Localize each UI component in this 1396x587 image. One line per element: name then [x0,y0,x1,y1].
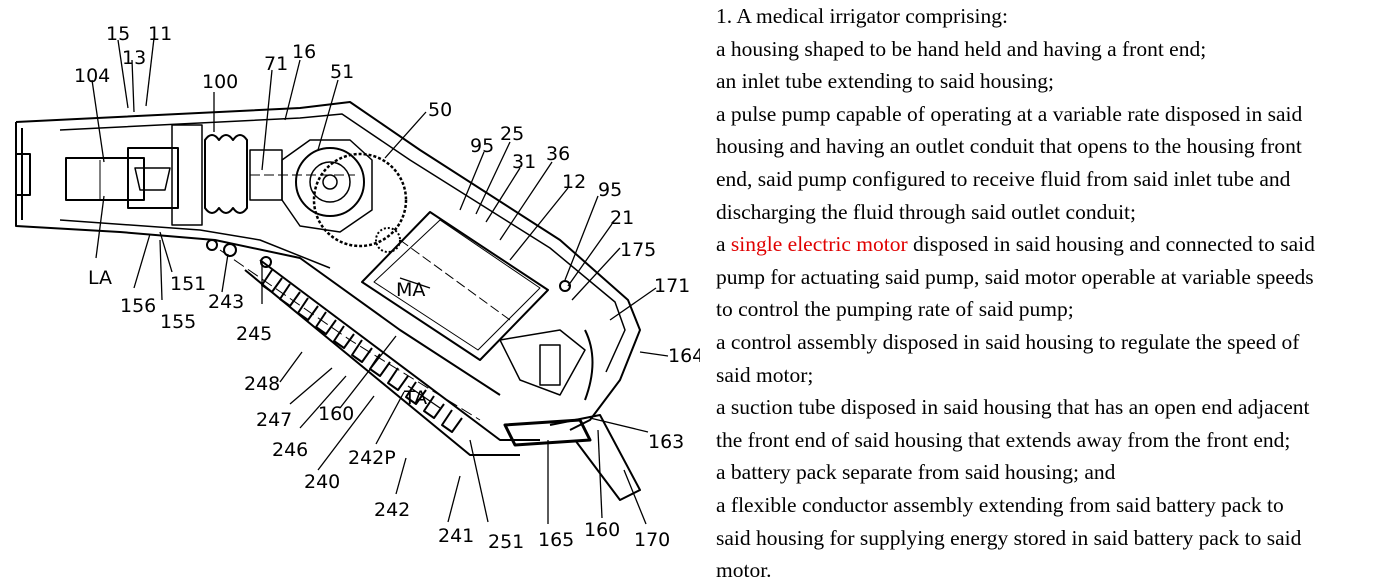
irrigator-drawing: 15 11 13 104 100 71 16 51 50 95 25 31 36… [15,23,700,553]
claim-line-motor: a single electric motor disposed in said… [716,228,1392,261]
label-247: 247 [256,409,292,431]
label-MA: MA [396,279,425,301]
label-171: 171 [654,275,690,297]
label-163: 163 [648,431,684,453]
claim-line: 1. A medical irrigator comprising: [716,4,1008,28]
label-15: 15 [106,23,130,45]
label-151: 151 [170,273,206,295]
claim-line: a control assembly disposed in said hous… [716,329,1300,354]
claim-line: discharging the fluid through said outle… [716,199,1136,224]
label-160-upper: 160 [318,403,354,425]
label-160-lower: 160 [584,519,620,541]
claim-line: a suction tube disposed in said housing … [716,395,1310,420]
label-104: 104 [74,65,110,87]
gear [312,152,408,248]
label-21: 21 [610,207,634,229]
label-175: 175 [620,239,656,261]
claim-line: a flexible conductor assembly extending … [716,492,1284,517]
label-241: 241 [438,525,474,547]
label-95-lower: 95 [598,179,622,201]
label-155: 155 [160,311,196,333]
label-12: 12 [562,171,586,193]
label-243: 243 [208,291,244,313]
label-170: 170 [634,529,670,551]
claim-line: pump for actuating said pump, said motor… [716,264,1314,289]
label-51: 51 [330,61,354,83]
inlet-tube [65,157,145,201]
housing-outline-top [15,101,641,431]
rear-cap [16,153,31,196]
claim-line: the front end of said housing that exten… [716,427,1291,452]
suction-tube [259,259,540,441]
claim-line: a housing shaped to be hand held and hav… [716,36,1207,61]
bellows [204,134,248,214]
label-13: 13 [122,47,146,69]
label-50: 50 [428,99,452,121]
claim-line: said motor; [716,362,814,387]
label-246: 246 [272,439,308,461]
label-100: 100 [202,71,238,93]
label-164: 164 [668,345,700,367]
control-board [499,329,586,396]
label-245: 245 [236,323,272,345]
label-36: 36 [546,143,570,165]
label-11: 11 [148,23,172,45]
claim-line: a battery pack separate from said housin… [716,460,1116,485]
label-165: 165 [538,529,574,551]
claim-line: motor. [716,558,772,583]
claim-line: end, said pump configured to receive flu… [716,166,1291,191]
claim-line: housing and having an outlet conduit tha… [716,134,1302,159]
pump-valve [127,147,179,209]
label-156: 156 [120,295,156,317]
claim-line: to control the pumping rate of said pump… [716,297,1074,322]
label-16: 16 [292,41,316,63]
label-71: 71 [264,53,288,75]
label-31: 31 [512,151,536,173]
label-25: 25 [500,123,524,145]
housing-outline-bottom [15,122,501,396]
claim-text: disposed in said housing and connected t… [907,232,1315,257]
motor [361,211,549,361]
power-cord [549,414,641,501]
patent-claim-text: 1. A medical irrigator comprising: a hou… [716,0,1392,587]
label-240: 240 [304,471,340,493]
patent-figure: 15 11 13 104 100 71 16 51 50 95 25 31 36… [0,0,700,580]
finger-grip [261,269,463,433]
label-TA: TA [403,387,427,409]
label-242P: 242P [348,447,396,469]
claim-text: a [716,232,731,257]
claim-line: an inlet tube extending to said housing; [716,69,1054,94]
label-251: 251 [488,531,524,553]
highlighted-term: single electric motor [730,232,908,257]
label-248: 248 [244,373,280,395]
label-242: 242 [374,499,410,521]
claim-line: a pulse pump capable of operating at a v… [716,101,1303,126]
crank-wheel [295,147,365,217]
label-LA: LA [88,267,112,289]
label-95-upper: 95 [470,135,494,157]
cord-strain-relief [503,418,592,447]
claim-line: said housing for supplying energy stored… [716,525,1302,550]
